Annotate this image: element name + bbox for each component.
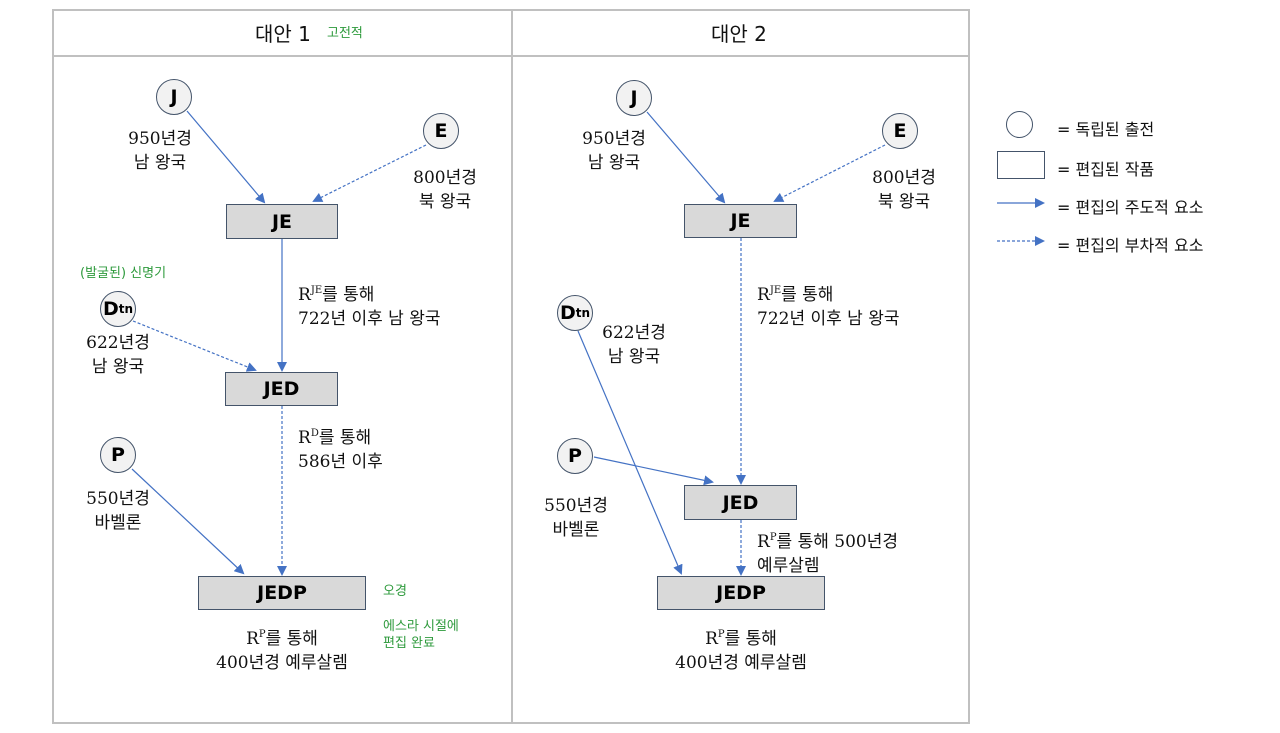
source-node-e-alt2: E (882, 113, 918, 149)
column-divider (511, 9, 513, 724)
legend-item-secondary-element: = 편집의 부차적 요소 (997, 227, 1247, 257)
legend-item-edited-work: = 편집된 작품 (997, 151, 1247, 181)
source-node-e-alt1: E (423, 113, 459, 149)
annotation-pentateuch: 오경 (383, 584, 407, 599)
arrow-p-to-jed-alt2 (593, 456, 714, 486)
redaction-rje-alt2: RJE를 통해 722년 이후 남 왕국 (757, 285, 900, 329)
arrow-e-to-je-alt2 (773, 144, 886, 202)
column-title-alt2: 대안 2 (711, 22, 767, 46)
work-box-je-alt2: JE (684, 204, 797, 238)
legend-label: = 편집의 주도적 요소 (1057, 198, 1204, 217)
arrow-e-to-je-alt1 (312, 144, 427, 202)
source-node-p-alt1: P (100, 437, 136, 473)
source-node-p-alt2: P (557, 438, 593, 474)
column-title-alt1: 대안 1 (255, 22, 311, 46)
legend-label: = 독립된 출전 (1057, 120, 1155, 139)
source-node-j-alt1: J (156, 79, 192, 115)
arrow-d-to-jedp-alt2 (577, 330, 683, 575)
legend-label: = 편집의 부차적 요소 (1057, 236, 1204, 255)
arrow-p-to-jedp-alt1 (131, 468, 245, 575)
legend-rect-icon (997, 151, 1045, 179)
legend-label: = 편집된 작품 (1057, 160, 1155, 179)
arrow-j-to-je-alt2 (646, 111, 726, 204)
work-box-jedp-alt1: JEDP (198, 576, 366, 610)
work-box-jedp-alt2: JEDP (657, 576, 825, 610)
column-tag-classic: 고전적 (327, 26, 363, 41)
redaction-rje-alt1: RJE를 통해 722년 이후 남 왕국 (298, 285, 441, 329)
annotation-deuteronomy: (발굴된) 신명기 (80, 266, 167, 281)
legend-circle-icon (1006, 111, 1033, 138)
source-node-j-alt2: J (616, 80, 652, 116)
arrow-j-to-je-alt1 (186, 110, 266, 204)
work-box-jed-alt2: JED (684, 485, 797, 520)
redaction-rd-alt1: RD를 통해 586년 이후 (298, 428, 383, 472)
legend-item-independent-source: = 독립된 출전 (997, 111, 1247, 141)
work-box-jed-alt1: JED (225, 372, 338, 406)
redaction-rp1-alt2: RP를 통해 500년경 예루살렘 (757, 532, 899, 576)
legend-item-primary-element: = 편집의 주도적 요소 (997, 189, 1247, 219)
redaction-rp-alt1: RP를 통해 400년경 예루살렘 (216, 629, 348, 673)
work-box-je-alt1: JE (226, 204, 338, 239)
redaction-rp2-alt2: RP를 통해 400년경 예루살렘 (675, 629, 807, 673)
arrow-d-to-jed-alt1 (132, 320, 257, 372)
